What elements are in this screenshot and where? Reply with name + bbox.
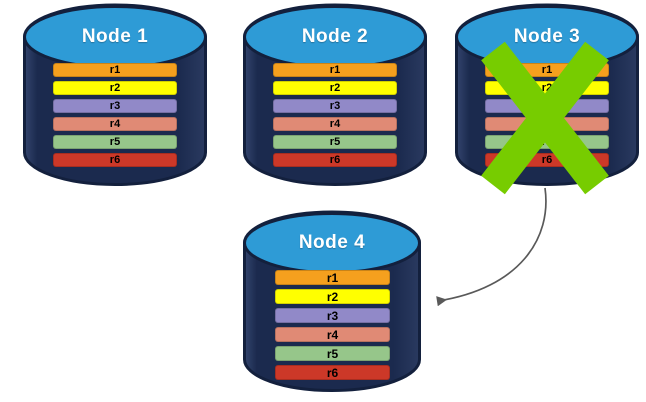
row-bar-r4[interactable]: r4 [53,117,177,131]
row-bar-r4[interactable]: r4 [275,327,390,342]
row-bar-r1[interactable]: r1 [275,270,390,285]
cylinder-top [243,5,427,69]
row-bar-r6[interactable]: r6 [275,365,390,380]
row-bar-r3[interactable]: r3 [485,99,609,113]
cylinder-top [243,212,421,274]
row-bar-r2[interactable]: r2 [53,81,177,95]
row-bar-r5[interactable]: r5 [485,135,609,149]
row-bar-r5[interactable]: r5 [273,135,397,149]
row-bar-r4[interactable]: r4 [485,117,609,131]
cylinder-top [455,5,639,69]
row-bar-r2[interactable]: r2 [485,81,609,95]
row-bar-r6[interactable]: r6 [485,153,609,167]
row-bar-r3[interactable]: r3 [275,308,390,323]
row-bar-r3[interactable]: r3 [273,99,397,113]
row-bar-r1[interactable]: r1 [485,63,609,77]
row-bar-r5[interactable]: r5 [53,135,177,149]
row-bar-r1[interactable]: r1 [53,63,177,77]
replication-arrow [436,187,547,307]
row-bar-r3[interactable]: r3 [53,99,177,113]
cylinder-top [23,5,207,69]
row-bar-r6[interactable]: r6 [53,153,177,167]
row-bar-r5[interactable]: r5 [275,346,390,361]
row-bar-r1[interactable]: r1 [273,63,397,77]
row-bar-r2[interactable]: r2 [273,81,397,95]
row-bar-r4[interactable]: r4 [273,117,397,131]
row-bar-r6[interactable]: r6 [273,153,397,167]
row-bar-r2[interactable]: r2 [275,289,390,304]
